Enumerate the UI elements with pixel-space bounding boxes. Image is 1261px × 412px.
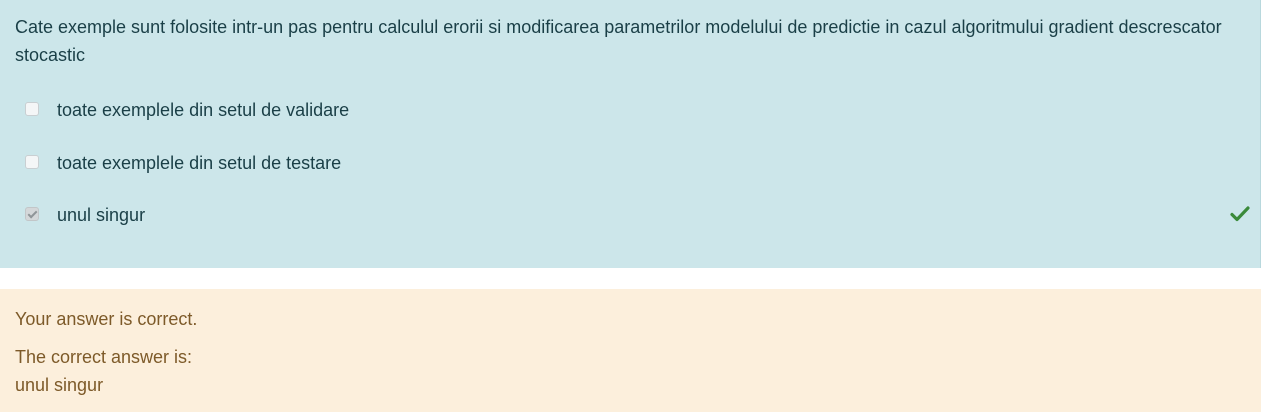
feedback-panel: Your answer is correct. The correct answ… (0, 289, 1261, 412)
answer-label[interactable]: toate exemplele din setul de testare (57, 153, 342, 173)
correct-answer-value: unul singur (15, 375, 104, 395)
answer-checkbox[interactable] (25, 155, 39, 169)
question-text: Cate exemple sunt folosite intr-un pas p… (15, 17, 1222, 65)
correct-answer-heading: The correct answer is: (15, 347, 193, 367)
answer-option[interactable]: unul singur (25, 202, 1250, 228)
answer-checkbox[interactable] (25, 102, 39, 116)
answer-checkbox-checked[interactable] (25, 207, 39, 221)
answer-option[interactable]: toate exemplele din setul de testare (25, 150, 1250, 176)
check-icon (1230, 205, 1250, 223)
answer-label[interactable]: toate exemplele din setul de validare (57, 100, 350, 120)
feedback-status: Your answer is correct. (15, 309, 198, 329)
answer-label[interactable]: unul singur (57, 205, 146, 225)
answer-option[interactable]: toate exemplele din setul de validare (25, 97, 1250, 123)
question-panel: Cate exemple sunt folosite intr-un pas p… (0, 0, 1261, 268)
